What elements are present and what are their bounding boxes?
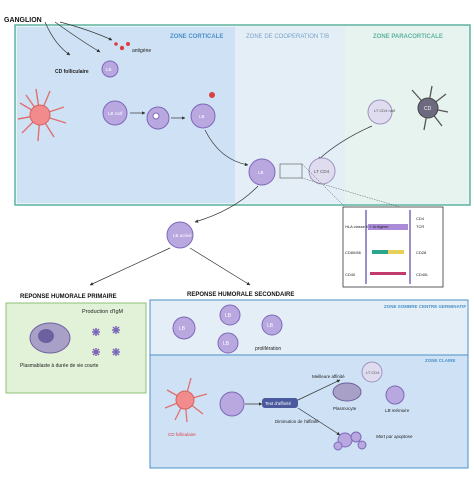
- svg-text:LB: LB: [179, 326, 186, 332]
- lb-zone-claire: [219, 391, 245, 417]
- zone-paracorticale-title: ZONE PARACORTICALE: [373, 34, 443, 40]
- cd-folliculaire-claire-icon: [164, 377, 208, 423]
- svg-text:LB: LB: [225, 313, 232, 319]
- svg-text:CD: CD: [424, 106, 432, 112]
- svg-text:CD4: CD4: [416, 216, 425, 221]
- svg-text:CD40L: CD40L: [416, 272, 429, 277]
- svg-text:LB: LB: [223, 341, 230, 347]
- production-label: Production d'IgM: [82, 309, 124, 315]
- test-affinite-label: Test d'affinité: [265, 401, 292, 406]
- primaire-box: [5, 302, 147, 394]
- synapse-zoom-marker: [279, 163, 303, 179]
- tcr-complex-icon: [368, 224, 408, 230]
- antigen-arrows: [44, 21, 113, 56]
- svg-text:LB: LB: [267, 323, 274, 329]
- cd40-icon: [370, 272, 406, 275]
- dendritic-cell-icon: [17, 88, 67, 142]
- zone-paracorticale-bg: [345, 27, 468, 203]
- lb-cell-icon: LB: [101, 60, 119, 78]
- plasmocyte-label: Plasmocyte: [333, 406, 357, 411]
- zone-sombre-box: [149, 299, 469, 356]
- lt-cd4-cooperation-cell: LT CD4: [308, 157, 336, 185]
- antigen-label: antigène: [132, 48, 151, 54]
- lb-active-cell: LB activé: [166, 221, 194, 249]
- primaire-title: REPONSE HUMORALE PRIMAIRE: [20, 294, 117, 300]
- svg-text:HLA classe II + Antigène: HLA classe II + Antigène: [345, 224, 389, 229]
- cd-paracorticale-cell: CD: [417, 97, 439, 119]
- zone-cooperation-title: ZONE DE COOPERATION T/B: [246, 34, 329, 40]
- cd-folliculaire-label: CD folliculaire: [55, 69, 89, 75]
- test-affinite-badge: [262, 398, 298, 408]
- lb-memoire-cell: [385, 385, 405, 405]
- synapse-right-labels: CD4 TCR CD28 CD40L: [416, 216, 429, 277]
- proliferation-label: prolifération: [255, 346, 281, 352]
- proliferation-cells: LB LB LB LB: [172, 304, 283, 354]
- lb-presenting-cell: LB: [190, 103, 216, 129]
- zone-claire-label: ZONE CLAIRE: [425, 358, 456, 363]
- lt-cd4-claire-cell: LT CD4: [361, 361, 383, 383]
- lb-cooperation-cell: LB: [248, 158, 276, 186]
- lb-memoire-label: LB mémoire: [385, 408, 410, 413]
- svg-text:CD28: CD28: [416, 250, 427, 255]
- svg-text:LB naïf: LB naïf: [108, 111, 123, 116]
- svg-text:CD40: CD40: [345, 272, 356, 277]
- zone-claire-box: [149, 354, 469, 469]
- svg-text:LB: LB: [106, 67, 112, 72]
- svg-text:LB activé: LB activé: [173, 233, 192, 238]
- svg-text:CD80/86: CD80/86: [345, 250, 362, 255]
- plasmocyte-cell: [332, 382, 362, 402]
- zone-sombre-label: ZONE SOMBRE CENTRE GERMINATIF: [384, 304, 466, 309]
- svg-text:LT CD4: LT CD4: [314, 169, 330, 174]
- svg-text:TCR: TCR: [416, 224, 424, 229]
- svg-text:LB: LB: [199, 114, 205, 119]
- cd-folliculaire-claire-label: CD folliculaire: [168, 432, 196, 437]
- cd28-icon: [388, 250, 404, 254]
- diminution-affinite-label: Diminution de l'affinité: [275, 419, 319, 424]
- svg-text:LT CD4: LT CD4: [366, 370, 380, 375]
- synapse-left-labels: HLA classe II + Antigène CD80/86 CD40: [345, 224, 389, 277]
- ganglion-title: GANGLION: [4, 17, 42, 24]
- cd80-icon: [372, 250, 388, 254]
- svg-text:LB: LB: [258, 170, 264, 175]
- apoptose-icon: [333, 431, 367, 451]
- plasmablaste-cell: [29, 322, 71, 354]
- svg-text:LT CD4 naïf: LT CD4 naïf: [374, 108, 396, 113]
- zone-corticale-title: ZONE CORTICALE: [170, 34, 223, 40]
- lb-naif-cell: LB naïf: [102, 100, 128, 126]
- mort-label: Mort par apoptose: [376, 434, 413, 439]
- lt-cd4-naif-cell: LT CD4 naïf: [367, 99, 396, 125]
- meilleure-affinite-label: Meilleure affinité: [312, 374, 345, 379]
- secondaire-title: REPONSE HUMORALE SECONDAIRE: [187, 292, 294, 298]
- plasmablaste-label: Plasmablaste à durée de vie courte: [20, 363, 99, 369]
- igm-icon: [92, 326, 120, 356]
- antigen-icon: [114, 42, 130, 51]
